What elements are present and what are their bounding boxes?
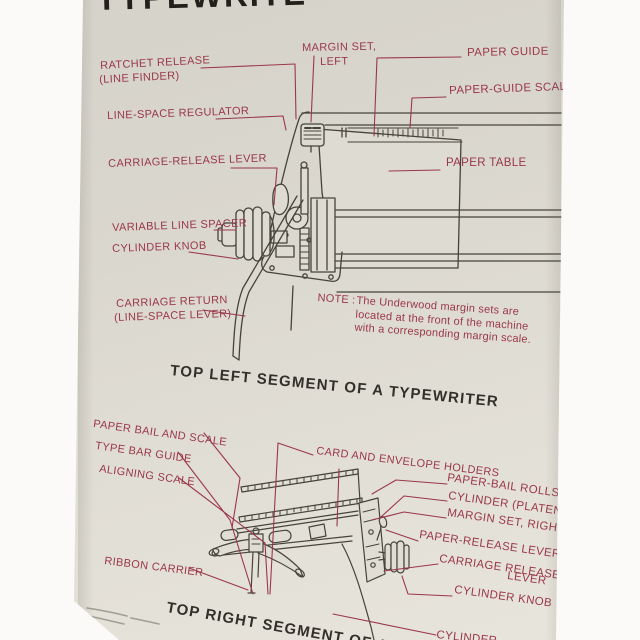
label-margin-set-left: MARGIN SET, — [301, 40, 377, 54]
label-margin-set-left-sub: LEFT — [319, 55, 349, 68]
figure2-leader-lines — [177, 432, 453, 636]
note-heading: NOTE : — [317, 292, 356, 307]
figure1-drawing — [217, 111, 562, 361]
label-paper-table: PAPER TABLE — [446, 157, 527, 169]
poster-right-edge-shading — [545, 0, 561, 640]
figure1-leader-lines — [188, 55, 462, 317]
label-paper-guide: PAPER GUIDE — [466, 45, 549, 59]
fine-print-marks — [86, 607, 160, 625]
poster-left-edge-shading — [78, 0, 94, 640]
